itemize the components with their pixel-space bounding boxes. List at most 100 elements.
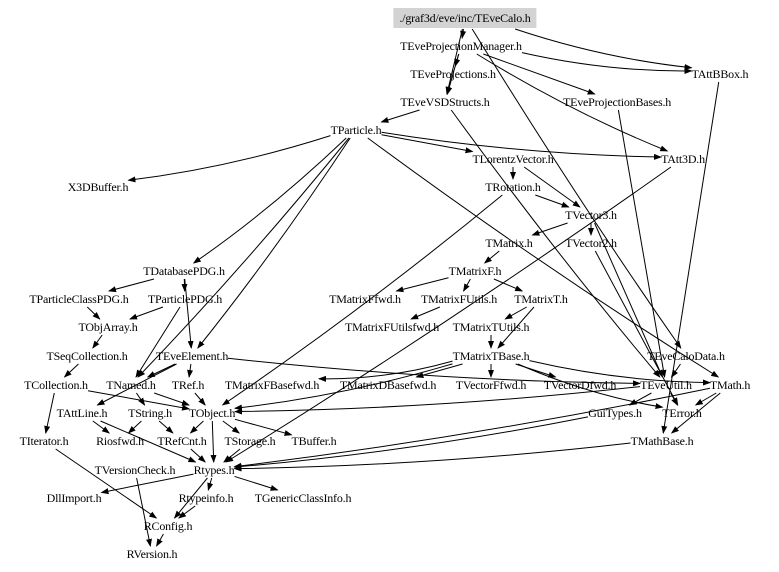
edge-TStorage-to-Rtypes (223, 448, 241, 463)
edge-Rtypes-to-RConfig (173, 477, 208, 519)
edge-TAttBBox-to-TMathBase (661, 81, 720, 434)
graph-root-node[interactable]: ./graf3d/eve/inc/TEveCalo.h (393, 8, 537, 28)
edge-TMatrixTBase-to-TError (517, 363, 664, 410)
edge-TParticle-to-TLorentzVector (381, 134, 474, 154)
edge-TEveElement-to-TNamed (146, 363, 176, 378)
edge-Rtypes-to-Rtypeinfo (207, 477, 214, 491)
graph-node[interactable]: TMatrixTUtils.h (452, 320, 530, 334)
graph-node[interactable]: TVector3.h (565, 208, 617, 222)
edge-TEveCaloData-to-TEveUtil (670, 363, 681, 378)
graph-node[interactable]: TEveProjectionManager.h (400, 39, 522, 53)
graph-node[interactable]: TMatrixFUtilsfwd.h (344, 320, 440, 334)
graph-node[interactable]: TAtt3D.h (661, 152, 705, 166)
edge-TNamed-to-TString (136, 392, 146, 406)
graph-node[interactable]: TMathBase.h (630, 434, 694, 448)
graph-node[interactable]: TStorage.h (224, 434, 276, 448)
graph-node[interactable]: TGenericClassInfo.h (254, 491, 352, 505)
edge-TRotation-to-TVector3 (535, 194, 570, 208)
graph-node[interactable]: TMatrixT.h (514, 292, 568, 306)
graph-node[interactable]: TBuffer.h (291, 434, 337, 448)
edge-TMath-to-Rtypes (233, 387, 711, 469)
graph-node[interactable]: Rtypes.h (193, 463, 235, 477)
graph-node[interactable]: TEveVSDStructs.h (400, 95, 490, 109)
graph-node[interactable]: TRefCnt.h (157, 434, 207, 448)
edge-TEveCalo-to-TEveProjectionManager (460, 28, 467, 39)
edge-TString-to-TRefCnt (158, 420, 174, 434)
graph-node[interactable]: TDatabasePDG.h (143, 264, 225, 278)
edge-TMatrixFUtils-to-TMatrixFUtilsfwd (410, 306, 441, 320)
edge-TEveProjectionManager-to-TEveProjectionBases (483, 53, 596, 95)
graph-node[interactable]: TAttBBox.h (691, 67, 749, 81)
graph-node[interactable]: Rtypeinfo.h (178, 491, 234, 505)
graph-node[interactable]: TError.h (662, 406, 702, 420)
edge-TMath-to-TError (694, 392, 717, 406)
graph-node[interactable]: TNamed.h (106, 378, 156, 392)
graph-node[interactable]: TEveProjections.h (410, 67, 496, 81)
graph-node[interactable]: TMatrixFUtils.h (420, 292, 498, 306)
graph-node[interactable]: TMatrixTBase.h (452, 349, 530, 363)
graph-node[interactable]: TObjArray.h (78, 320, 138, 334)
edge-TParticle-to-TEveElement (197, 137, 351, 349)
graph-node[interactable]: TIterator.h (19, 434, 69, 448)
graph-node[interactable]: TLorentzVector.h (472, 152, 554, 166)
graph-node[interactable]: TVersionCheck.h (94, 463, 176, 477)
graph-node[interactable]: X3DBuffer.h (67, 180, 129, 194)
graph-node[interactable]: TVectorDfwd.h (543, 378, 617, 392)
graph-node[interactable]: TParticlePDG.h (147, 292, 223, 306)
edge-TEveElement-to-TEveUtil (227, 357, 641, 387)
edge-Rtypes-to-TGenericClassInfo (234, 475, 279, 491)
graph-node[interactable]: TParticleClassPDG.h (29, 292, 129, 306)
edge-TMath-to-TMathBase (670, 392, 721, 434)
graph-node[interactable]: TEveUtil.h (640, 378, 692, 392)
graph-node[interactable]: TObject.h (188, 406, 236, 420)
graph-node[interactable]: TEveProjectionBases.h (562, 95, 672, 109)
edge-TObject-to-TBuffer (234, 418, 293, 436)
edge-TString-to-Riosfwd (127, 420, 142, 434)
edge-TMatrixTBase-to-TMatrixFBasefwd (318, 360, 453, 382)
graph-node[interactable]: Riosfwd.h (96, 434, 144, 448)
edge-TMatrix-to-TMatrixF (483, 250, 500, 264)
edge-TEveElement-to-TRef (187, 363, 194, 378)
graph-node[interactable]: TMatrixFBasefwd.h (224, 378, 320, 392)
graph-node[interactable]: TMatrix.h (485, 236, 533, 250)
edge-TEveCalo-to-TAttBBox (514, 28, 693, 70)
graph-node[interactable]: TParticle.h (330, 123, 382, 137)
edge-TRef-to-TObject (194, 392, 206, 406)
graph-node[interactable]: RVersion.h (126, 547, 178, 561)
edge-TParticle-to-TDatabasePDG (192, 137, 347, 264)
edge-Rtypes-to-DllImport (100, 473, 194, 495)
edge-TMatrixT-to-TMatrixTBase (497, 306, 535, 349)
edge-TRefCnt-to-Rtypes (190, 448, 206, 463)
edge-TMatrixF-to-TMatrixFfwd (395, 277, 449, 293)
graph-node[interactable]: GuiTypes.h (588, 406, 642, 420)
graph-node[interactable]: DllImport.h (46, 491, 102, 505)
edge-TVector3-to-TEveUtil (594, 222, 663, 378)
graph-node[interactable]: TVector2.h (565, 236, 617, 250)
edge-TVector2-to-TError (594, 250, 679, 406)
graph-node[interactable]: TVectorFfwd.h (455, 378, 527, 392)
graph-node[interactable]: TRotation.h (485, 180, 541, 194)
edge-TParticlePDG-to-TObjArray (129, 306, 164, 320)
graph-node[interactable]: TAttLine.h (56, 406, 108, 420)
graph-node[interactable]: TString.h (128, 406, 172, 420)
edge-TMatrixTBase-to-TMath (529, 360, 711, 386)
graph-node[interactable]: TEveCaloData.h (647, 349, 725, 363)
graph-node[interactable]: TMatrixF.h (448, 264, 502, 278)
edge-TVersionCheck-to-RVersion (136, 477, 152, 547)
edge-TMatrixTBase-to-TObject (234, 363, 453, 411)
graph-node[interactable]: RConfig.h (143, 519, 193, 533)
graph-node[interactable]: TMatrixFfwd.h (329, 292, 401, 306)
graph-node[interactable]: TEveElement.h (155, 349, 229, 363)
graph-node[interactable]: TSeqCollection.h (46, 349, 128, 363)
edge-TParticle-to-TMath (367, 137, 720, 378)
graph-node[interactable]: TCollection.h (24, 378, 88, 392)
edge-TDatabasePDG-to-TParticleClassPDG (108, 278, 155, 293)
edge-TEveElement-to-TAttLine (96, 363, 177, 406)
graph-node[interactable]: TRef.h (171, 378, 205, 392)
edge-TEveProjectionBases-to-TEveUtil (617, 109, 667, 378)
edge-TMatrixT-to-TMatrixTUtils (504, 306, 527, 320)
graph-node[interactable]: TMath.h (709, 378, 751, 392)
graph-node[interactable]: TMatrixDBasefwd.h (339, 378, 437, 392)
edge-TAtt3D-to-Rtypes (225, 166, 672, 463)
